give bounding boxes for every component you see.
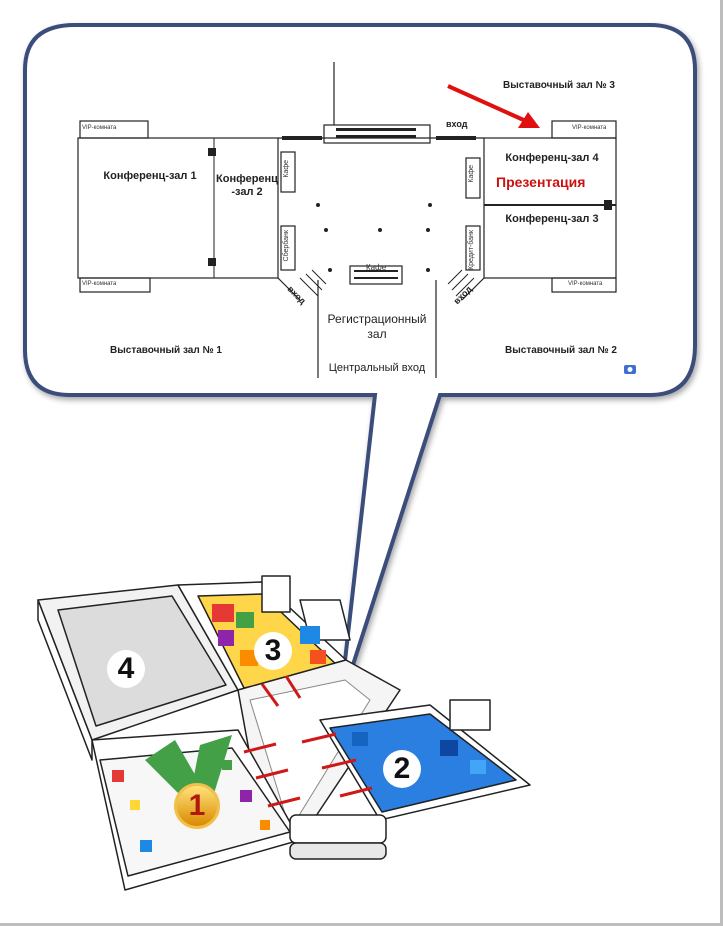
vip-room-tr: VIP-комната — [572, 125, 607, 131]
passage-arrows — [243, 675, 373, 808]
cafe-side-label-right: Кафе — [468, 165, 475, 183]
vip-room-bl: VIP-комната — [82, 281, 117, 287]
building-3d — [37, 575, 531, 891]
zone-1-medal: 1 — [174, 783, 220, 829]
entrance-top-label: вход — [446, 119, 468, 129]
callout-bubble — [23, 23, 697, 706]
central-entrance-label: Центральный вход — [328, 362, 426, 374]
hall3-tiles — [212, 604, 326, 666]
presentation-label: Презентация — [496, 174, 586, 190]
zone-2-badge: 2 — [383, 750, 421, 788]
vip-room-br: VIP-комната — [568, 281, 603, 287]
floorplan-details — [208, 128, 612, 279]
hall1-tiles — [112, 760, 270, 852]
conf1-label: Конференц-зал 1 — [103, 170, 197, 182]
hall2-label: Выставочный зал № 2 — [505, 345, 617, 356]
conf4-label: Конференц-зал 4 — [505, 152, 599, 164]
cafe-side-label: Кафе — [283, 160, 290, 178]
cafe-center-label: Кафе — [366, 263, 387, 272]
zone-3-badge: 3 — [254, 632, 292, 670]
sberbank-label: Сбербанк — [283, 230, 290, 262]
conf3-label: Конференц-зал 3 — [505, 213, 599, 225]
conf2-label: Конференц-зал 2 — [216, 173, 278, 198]
camera-icon — [624, 365, 636, 374]
hall3-label: Выставочный зал № 3 — [503, 80, 615, 91]
entrance-markers — [299, 269, 475, 297]
hall1-label: Выставочный зал № 1 — [110, 345, 222, 356]
kiosk-label: Кредит-банк — [468, 230, 475, 270]
zone-4-badge: 4 — [107, 650, 145, 688]
presentation-arrow — [447, 84, 540, 128]
vip-room-tl: VIP-комната — [82, 125, 117, 131]
